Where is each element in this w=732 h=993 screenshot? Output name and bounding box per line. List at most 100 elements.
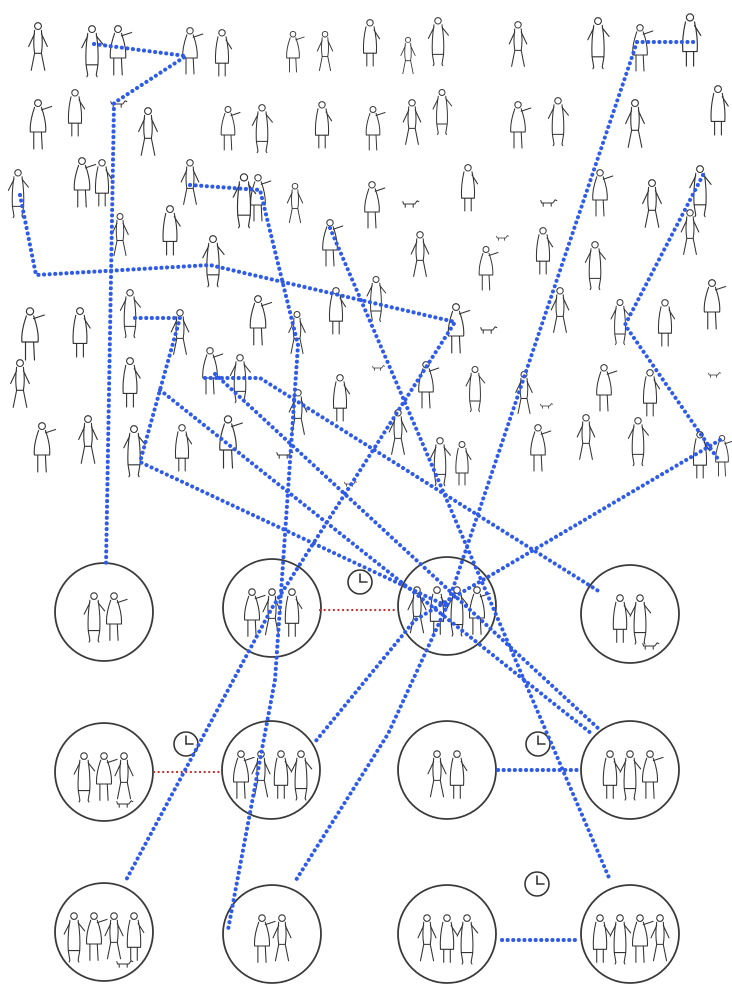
person-figure-icon [110,26,131,75]
gathering-node [222,721,320,819]
person-figure-icon [628,418,648,466]
dog-icon [497,236,509,241]
person-figure-icon [531,425,551,471]
person-figure-icon [536,228,552,274]
person-figure-icon [456,442,471,486]
dog-icon [541,200,557,206]
person-figure-icon [203,348,223,394]
gathering-node [55,883,153,981]
gathering-node [55,723,153,821]
clock-icon [348,570,372,594]
person-figure-icon [548,98,568,146]
movement-path [94,44,186,565]
gathering-node [55,563,153,661]
person-figure-icon [585,242,605,290]
person-figure-icon [29,23,48,71]
dog-icon [481,327,497,333]
person-figure-icon [479,247,498,291]
person-figure-icon [287,31,305,72]
person-figure-icon [34,423,55,472]
person-figure-icon [419,362,439,408]
person-figure-icon [221,107,240,151]
movement-path [160,390,592,734]
person-figure-icon [681,210,699,255]
person-figure-icon [597,365,617,411]
person-figure-icon [643,180,662,228]
person-figure-icon [220,416,243,468]
gathering-node [398,885,496,983]
person-figure-icon [82,26,103,77]
movement-path [215,374,600,730]
person-figure-icon [428,18,448,66]
person-figure-icon [11,360,30,408]
dog-icon [373,366,385,371]
person-figure-icon [68,90,84,136]
clock-icon [174,732,198,756]
person-figure-icon [367,277,386,322]
dog-icon [403,201,419,207]
dog-icon [541,404,553,409]
person-figure-icon [430,438,450,486]
person-figure-icon [163,206,180,255]
person-figure-icon [183,28,203,74]
person-figure-icon [112,214,129,256]
person-figure-icon [30,100,51,149]
person-figure-icon [333,375,349,421]
person-figure-icon [466,367,485,412]
person-figure-icon [79,416,98,464]
person-figure-icon [123,358,140,407]
person-figure-icon [215,30,231,76]
gathering-node [398,721,496,819]
person-figure-icon [74,158,95,207]
person-figure-icon [593,170,613,216]
person-figure-icon [250,296,271,345]
person-figure-icon [658,300,674,346]
person-figure-icon [551,288,569,333]
gathering-node [581,885,679,983]
gathering-node [581,565,679,663]
person-figure-icon [716,435,732,476]
person-figure-icon [365,182,385,228]
person-figure-icon [181,160,199,205]
person-figure-icon [509,22,527,67]
person-figure-icon [315,102,331,148]
person-figure-icon [252,105,272,153]
person-figure-icon [203,236,224,287]
person-figure-icon [366,107,385,151]
person-figure-icon [175,425,191,471]
person-figure-icon [461,165,477,211]
person-figure-icon [626,100,645,148]
person-figure-icon [611,300,630,345]
person-figure-icon [403,100,421,145]
person-figure-icon [8,170,28,218]
person-figure-icon [588,18,609,69]
gathering-node [223,885,321,983]
person-figure-icon [323,220,343,266]
movement-path [625,175,720,462]
person-figure-icon [683,14,701,66]
person-figure-icon [363,20,379,66]
person-figure-icon [643,370,659,416]
person-figure-icon [711,86,728,135]
person-figure-icon [433,90,452,135]
gathering-node [581,721,679,819]
person-figure-icon [120,290,140,338]
clock-icon [526,732,550,756]
person-figure-icon [690,166,711,217]
person-figure-icon [411,232,429,277]
person-figure-icon [139,108,158,156]
person-figure-icon [317,31,332,70]
person-figure-icon [577,415,595,460]
person-figure-icon [511,102,531,148]
clock-icon [525,872,549,896]
dog-icon [709,373,721,378]
person-figure-icon [73,308,90,357]
person-figure-icon [22,308,45,360]
person-figure-icon [95,160,111,206]
person-figure-icon [704,280,725,329]
person-figure-icon [233,174,256,228]
person-figure-icon [287,183,302,222]
person-figure-icon [401,37,415,73]
